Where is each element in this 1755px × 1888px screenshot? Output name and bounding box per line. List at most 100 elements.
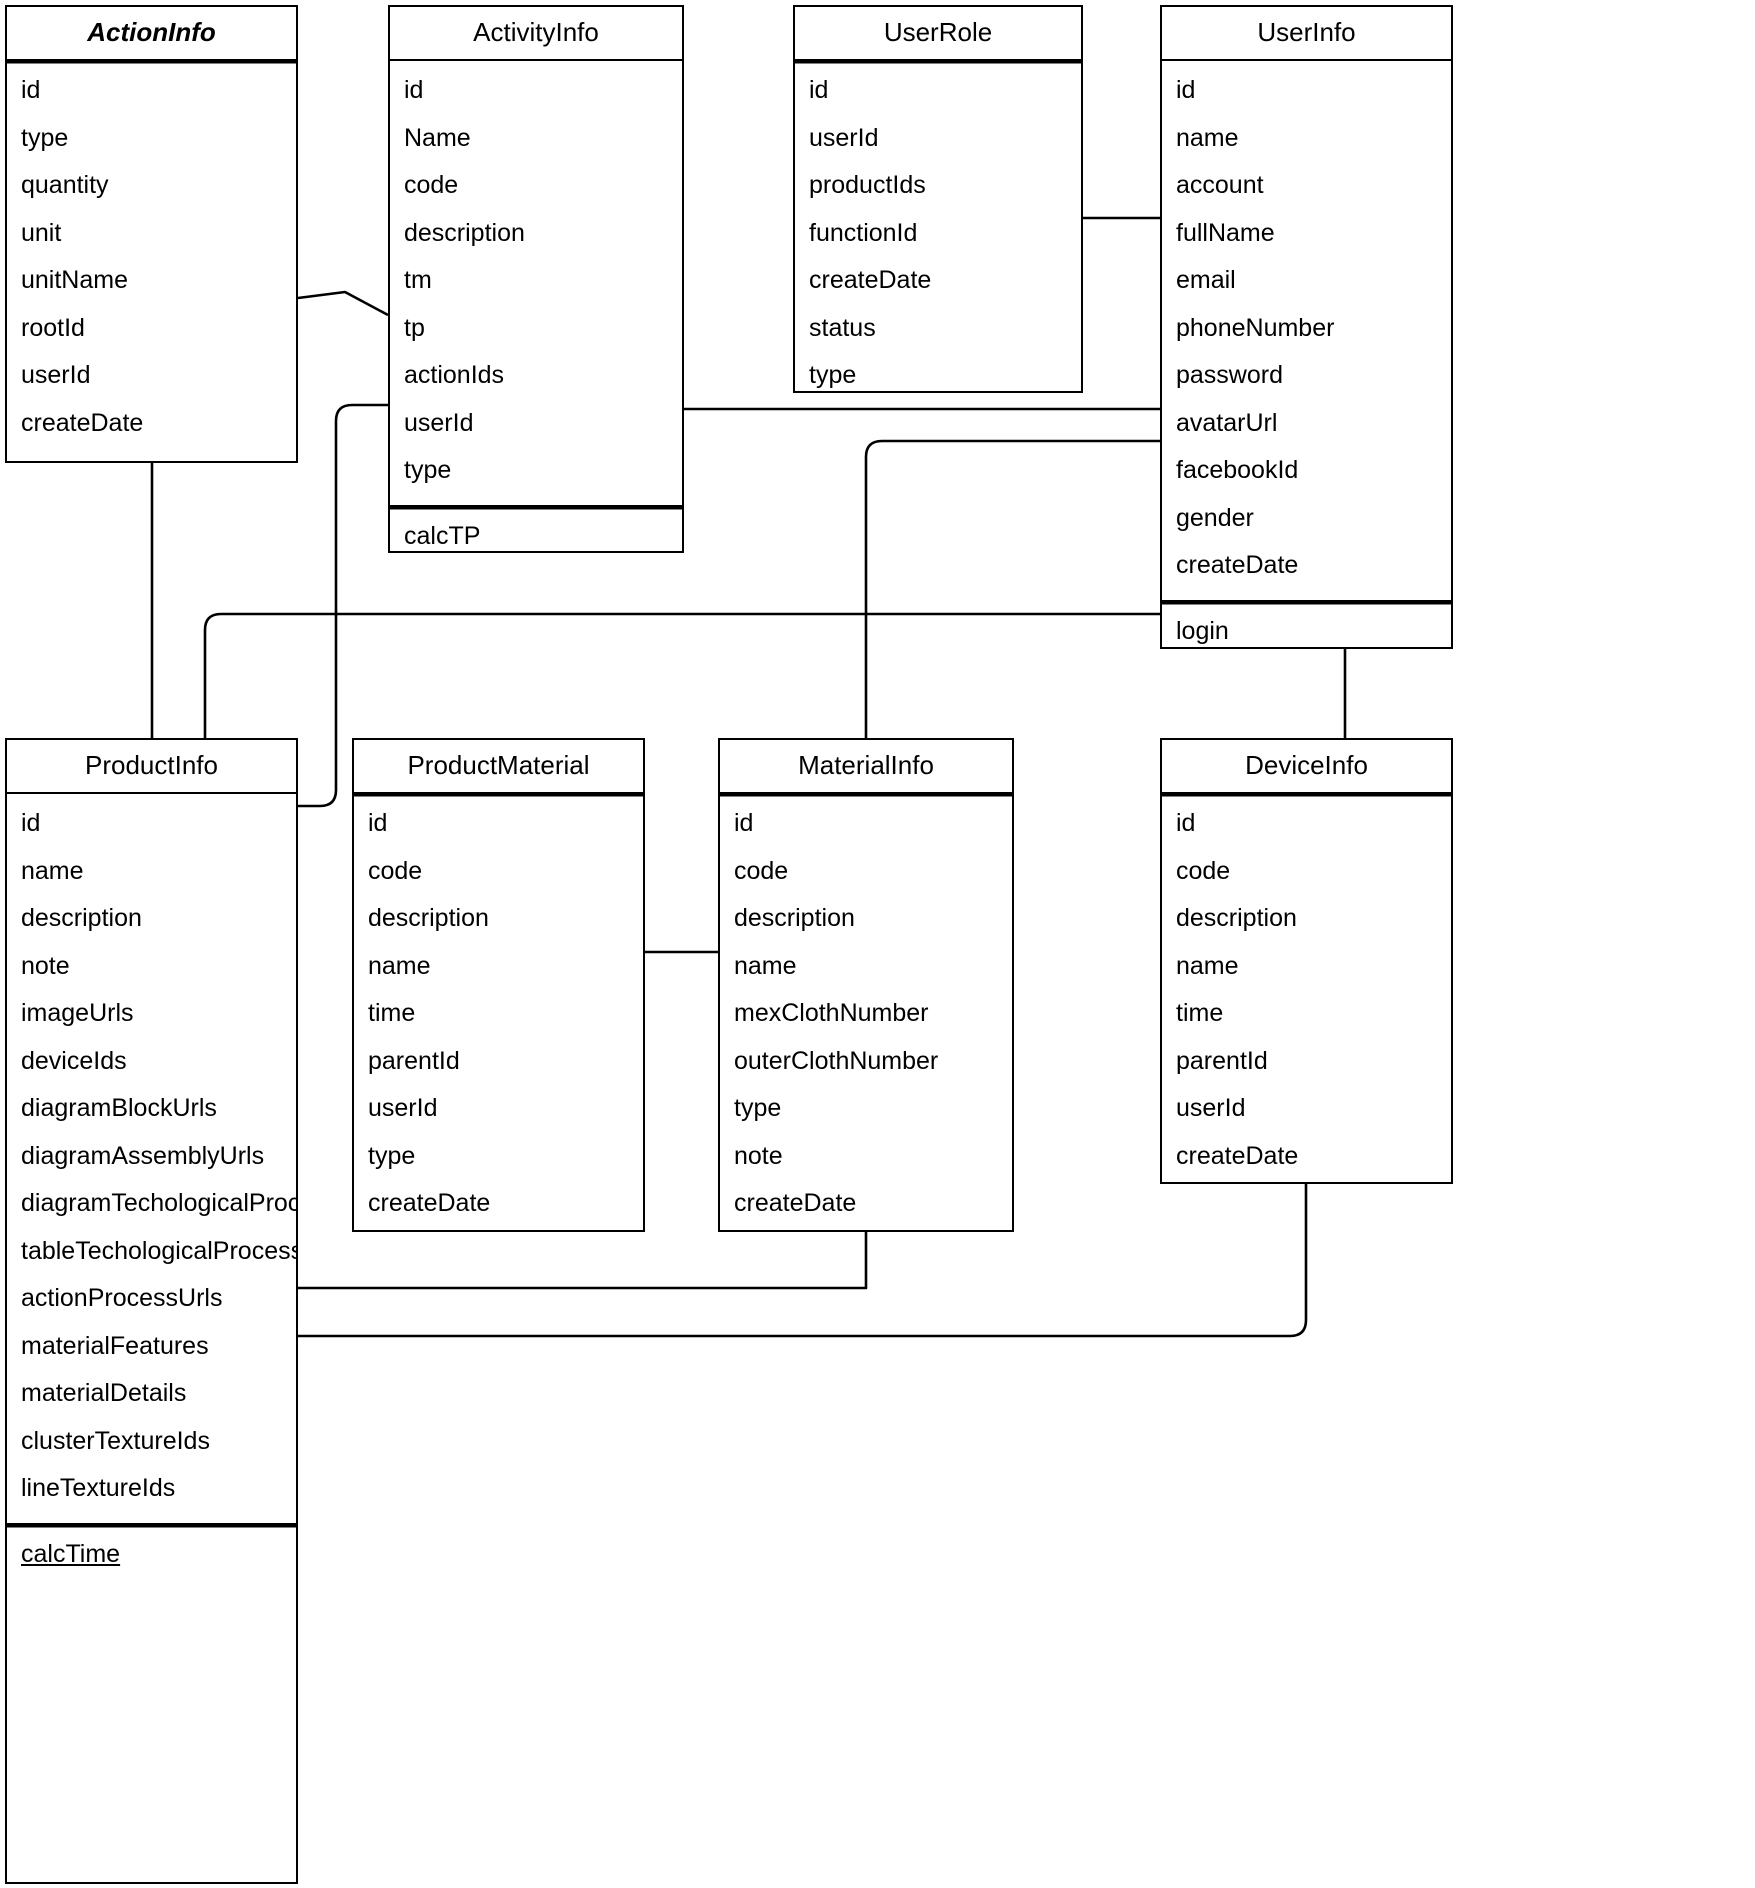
attribute-row: avatarUrl bbox=[1176, 408, 1278, 437]
class-title-userinfo: UserInfo bbox=[1162, 7, 1451, 61]
attribute-row: outerClothNumber bbox=[734, 1046, 939, 1075]
attribute-row: name bbox=[21, 856, 84, 885]
attribute-row: description bbox=[734, 904, 855, 932]
attribute-row: type bbox=[809, 361, 857, 389]
attribute-row: userId bbox=[404, 408, 474, 437]
methods-section-productinfo: calcTime bbox=[7, 1522, 296, 1588]
attribute-row: status bbox=[809, 313, 876, 342]
attribute-row: createDate bbox=[734, 1189, 857, 1217]
attribute-row: actionIds bbox=[404, 361, 505, 389]
class-title-productinfo: ProductInfo bbox=[7, 740, 296, 794]
attribute-row: phoneNumber bbox=[1176, 313, 1335, 342]
attribute-row: rootId bbox=[21, 313, 85, 342]
method-row: login bbox=[1176, 616, 1229, 645]
attribute-row: userId bbox=[21, 361, 91, 389]
attributes-section-userrole: id userId productIds functionId createDa… bbox=[795, 61, 1081, 391]
attributes-section-userinfo: id name account fullName email phoneNumb… bbox=[1162, 61, 1451, 600]
assoc-materialinfo-userinfo bbox=[864, 439, 1160, 738]
attribute-row: tableTechologicalProcessUrls bbox=[21, 1236, 296, 1265]
attribute-row: tp bbox=[404, 313, 425, 342]
class-box-productmaterial[interactable]: ProductMaterial id code description name… bbox=[352, 738, 645, 1232]
attribute-row: materialFeatures bbox=[21, 1331, 209, 1360]
attribute-row: name bbox=[734, 951, 797, 980]
attribute-row: type bbox=[734, 1094, 782, 1122]
assoc-actioninfo-activityinfo bbox=[297, 290, 389, 317]
attribute-row: createDate bbox=[368, 1189, 491, 1217]
class-box-userrole[interactable]: UserRole id userId productIds functionId… bbox=[793, 5, 1083, 393]
attribute-row: createDate bbox=[809, 266, 932, 294]
attribute-row: imageUrls bbox=[21, 999, 134, 1027]
attribute-row: name bbox=[1176, 951, 1239, 980]
attribute-row: parentId bbox=[1176, 1046, 1268, 1075]
attribute-row: description bbox=[21, 904, 142, 932]
method-row: calcTP bbox=[404, 521, 481, 550]
attributes-section-productmaterial: id code description name time parentId u… bbox=[354, 794, 643, 1230]
class-title-materialinfo: MaterialInfo bbox=[720, 740, 1012, 794]
method-row: calcTime bbox=[21, 1539, 121, 1568]
attribute-row: mexClothNumber bbox=[734, 999, 929, 1027]
attribute-row: fullName bbox=[1176, 218, 1275, 247]
attribute-row: deviceIds bbox=[21, 1046, 127, 1075]
class-title-actioninfo: ActionInfo bbox=[7, 7, 296, 61]
class-title-userrole: UserRole bbox=[795, 7, 1081, 61]
class-title-activityinfo: ActivityInfo bbox=[390, 7, 682, 61]
attribute-row: lineTextureIds bbox=[21, 1474, 176, 1502]
attributes-section-actioninfo: id type quantity unit unitName rootId us… bbox=[7, 61, 296, 457]
class-box-materialinfo[interactable]: MaterialInfo id code description name me… bbox=[718, 738, 1014, 1232]
attribute-row: description bbox=[1176, 904, 1297, 932]
attribute-row: code bbox=[1176, 856, 1231, 885]
class-box-userinfo[interactable]: UserInfo id name account fullName email … bbox=[1160, 5, 1453, 649]
class-box-deviceinfo[interactable]: DeviceInfo id code description name time… bbox=[1160, 738, 1453, 1184]
methods-section-userinfo: login bbox=[1162, 599, 1451, 647]
attribute-row: unitName bbox=[21, 266, 128, 294]
attribute-row: clusterTextureIds bbox=[21, 1426, 210, 1455]
attribute-row: id bbox=[368, 809, 388, 837]
attribute-row: code bbox=[734, 856, 789, 885]
attribute-row: id bbox=[1176, 76, 1196, 104]
class-title-deviceinfo: DeviceInfo bbox=[1162, 740, 1451, 794]
class-box-actioninfo[interactable]: ActionInfo id type quantity unit unitNam… bbox=[5, 5, 298, 463]
attribute-row: name bbox=[1176, 123, 1239, 152]
attribute-row: password bbox=[1176, 361, 1283, 389]
class-box-productinfo[interactable]: ProductInfo id name description note ima… bbox=[5, 738, 298, 1884]
attribute-row: createDate bbox=[21, 408, 144, 437]
methods-section-activityinfo: calcTP bbox=[390, 504, 682, 551]
class-box-activityinfo[interactable]: ActivityInfo id Name code description tm… bbox=[388, 5, 684, 553]
attribute-row: userId bbox=[809, 123, 879, 152]
attribute-row: id bbox=[404, 76, 424, 104]
attribute-row: quantity bbox=[21, 171, 109, 199]
attribute-row: userId bbox=[1176, 1094, 1246, 1122]
attribute-row: createDate bbox=[1176, 1141, 1299, 1170]
attribute-row: unit bbox=[21, 218, 62, 247]
attribute-row: parentId bbox=[368, 1046, 460, 1075]
attribute-row: id bbox=[734, 809, 754, 837]
attribute-row: note bbox=[21, 951, 70, 980]
attribute-row: productIds bbox=[809, 171, 926, 199]
attribute-row: description bbox=[368, 904, 489, 932]
attribute-row: type bbox=[404, 456, 452, 484]
attributes-section-deviceinfo: id code description name time parentId u… bbox=[1162, 794, 1451, 1182]
attributes-section-activityinfo: id Name code description tm tp actionIds… bbox=[390, 61, 682, 505]
attribute-row: tm bbox=[404, 266, 432, 294]
attribute-row: id bbox=[21, 809, 41, 837]
attribute-row: functionId bbox=[809, 218, 918, 247]
assoc-productinfo-userinfo bbox=[203, 612, 1160, 738]
attribute-row: facebookId bbox=[1176, 456, 1299, 484]
attribute-row: id bbox=[809, 76, 829, 104]
attribute-row: id bbox=[21, 76, 41, 104]
attribute-row: gender bbox=[1176, 503, 1254, 532]
attribute-row: materialDetails bbox=[21, 1379, 187, 1407]
attribute-row: account bbox=[1176, 171, 1264, 199]
attribute-row: type bbox=[21, 123, 69, 152]
attribute-row: time bbox=[368, 999, 416, 1027]
attribute-row: Name bbox=[404, 123, 471, 152]
attribute-row: type bbox=[368, 1141, 416, 1170]
attribute-row: description bbox=[404, 218, 525, 247]
attribute-row: createDate bbox=[1176, 551, 1299, 579]
attribute-row: diagramTechologicalProcessUrls bbox=[21, 1189, 296, 1217]
attribute-row: userId bbox=[368, 1094, 438, 1122]
attribute-row: note bbox=[734, 1141, 783, 1170]
assoc-productinfo-materialinfo bbox=[298, 1232, 868, 1290]
attribute-row: code bbox=[368, 856, 423, 885]
